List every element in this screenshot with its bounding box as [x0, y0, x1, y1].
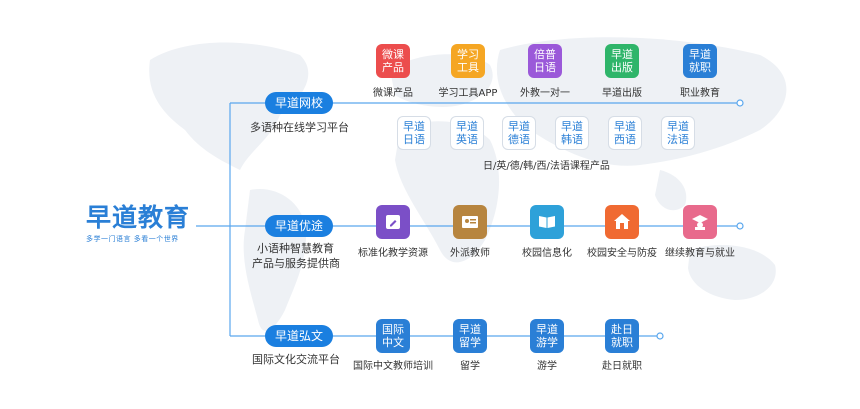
branch-youtu-desc-1: 小语种智慧教育 [257, 242, 334, 255]
book-icon [539, 216, 555, 228]
edit-icon [386, 215, 400, 229]
tile-text: 中文 [382, 336, 404, 349]
tile-text: 微课 [382, 48, 404, 61]
tile-text: 国际 [382, 323, 404, 336]
branch-youtu-desc-2: 产品与服务提供商 [252, 257, 340, 270]
tile-text: 就职 [611, 336, 633, 349]
service-tile-1 [376, 205, 410, 239]
language-course-tile-2: 早道英语 [450, 116, 484, 150]
service-label-4: 校园安全与防疫 [587, 248, 657, 259]
branch-hongwen-pill: 早道弘文 [265, 325, 334, 347]
tile-text: 日语 [534, 61, 556, 74]
product-label-5: 职业教育 [680, 88, 720, 99]
logo-text: 早道教育 [86, 203, 191, 232]
exchange-label-4: 赴日就职 [602, 361, 642, 372]
logo-slogan: 多学一门语言 多看一个世界 [86, 235, 179, 243]
product-tile-2: 学习工具 [451, 44, 485, 78]
product-label-3: 外教一对一 [520, 88, 570, 99]
service-label-1: 标准化教学资源 [358, 248, 428, 259]
tile-text: 早道 [614, 120, 636, 133]
exchange-label-1: 国际中文教师培训 [353, 361, 433, 372]
tile-text: 日语 [403, 133, 425, 146]
product-label-1: 微课产品 [373, 88, 413, 99]
tile-text: 早道 [456, 120, 478, 133]
flags-row-label: 日/英/德/韩/西/法语课程产品 [483, 161, 610, 172]
language-course-tile-5: 早道西语 [608, 116, 642, 150]
product-label-4: 早道出版 [602, 88, 642, 99]
tile-text: 早道 [536, 323, 558, 336]
teacher-icon [462, 216, 478, 228]
product-tile-4: 早道出版 [605, 44, 639, 78]
tile-text: 倍普 [534, 48, 556, 61]
home-icon [614, 214, 630, 229]
product-tile-1: 微课产品 [376, 44, 410, 78]
product-tile-3: 倍普日语 [528, 44, 562, 78]
exchange-tile-1: 国际中文 [376, 319, 410, 353]
brand-logo: 早道教育 多学一门语言 多看一个世界 [86, 204, 196, 244]
exchange-tile-3: 早道游学 [530, 319, 564, 353]
tile-text: 早道 [689, 48, 711, 61]
exchange-label-2: 留学 [460, 361, 480, 372]
tile-text: 英语 [456, 133, 478, 146]
tile-text: 德语 [508, 133, 530, 146]
service-tile-2 [453, 205, 487, 239]
tile-text: 早道 [459, 323, 481, 336]
language-course-tile-1: 早道日语 [397, 116, 431, 150]
graduate-icon [692, 215, 708, 230]
service-label-3: 校园信息化 [522, 248, 572, 259]
language-course-tile-4: 早道韩语 [555, 116, 589, 150]
tile-text: 早道 [561, 120, 583, 133]
branch-wangxiao-pill: 早道网校 [265, 92, 334, 114]
branch-hongwen-desc: 国际文化交流平台 [252, 353, 340, 366]
tile-text: 早道 [403, 120, 425, 133]
tile-text: 早道 [611, 48, 633, 61]
tile-text: 韩语 [561, 133, 583, 146]
exchange-label-3: 游学 [537, 361, 557, 372]
tile-text: 留学 [459, 336, 481, 349]
exchange-tile-4: 赴日就职 [605, 319, 639, 353]
tile-text: 赴日 [611, 323, 633, 336]
tile-text: 游学 [536, 336, 558, 349]
tile-text: 西语 [614, 133, 636, 146]
branch-wangxiao-desc: 多语种在线学习平台 [250, 121, 349, 134]
tile-text: 产品 [382, 61, 404, 74]
language-course-tile-6: 早道法语 [661, 116, 695, 150]
tile-text: 就职 [689, 61, 711, 74]
tile-text: 早道 [508, 120, 530, 133]
product-tile-5: 早道就职 [683, 44, 717, 78]
tile-text: 工具 [457, 61, 479, 74]
service-label-5: 继续教育与就业 [665, 248, 735, 259]
exchange-tile-2: 早道留学 [453, 319, 487, 353]
service-tile-5 [683, 205, 717, 239]
language-course-tile-3: 早道德语 [502, 116, 536, 150]
product-label-2: 学习工具APP [438, 88, 498, 99]
tile-text: 早道 [667, 120, 689, 133]
service-tile-4 [605, 205, 639, 239]
service-label-2: 外派教师 [450, 248, 490, 259]
branch-youtu-pill: 早道优途 [265, 215, 334, 237]
tile-text: 出版 [611, 61, 633, 74]
tile-text: 法语 [667, 133, 689, 146]
tile-text: 学习 [457, 48, 479, 61]
service-tile-3 [530, 205, 564, 239]
